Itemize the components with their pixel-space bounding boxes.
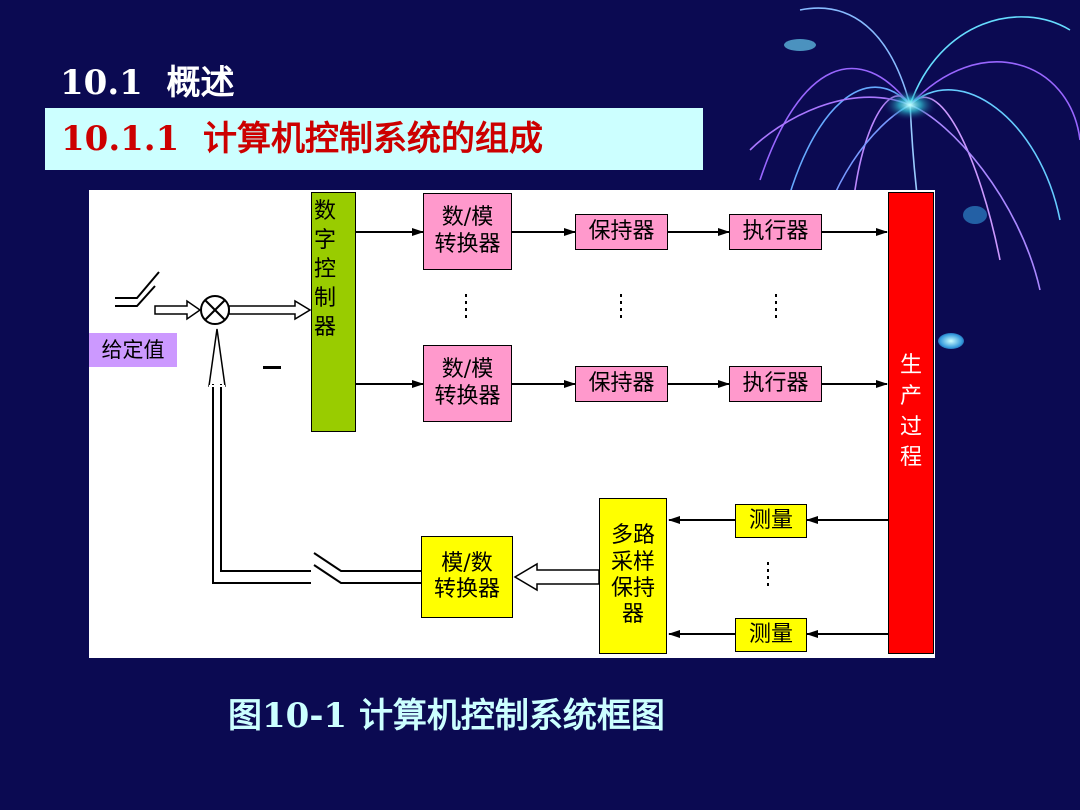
digital-controller-block: 数 字 控 制 器 [311, 192, 356, 432]
minus-sign [263, 366, 281, 369]
section-title: 10.1 概述 [60, 63, 235, 103]
adc-block: 模/数转换器 [421, 536, 513, 618]
actuator-block-bottom: 执行器 [729, 366, 822, 402]
measure-block-bottom: 测量 [735, 618, 807, 652]
diagram-wires [115, 228, 889, 638]
subsection-title: 10.1.1 计算机控制系统的组成 [45, 108, 703, 170]
measure-block-top: 测量 [735, 504, 807, 538]
dac-block-top: 数/模转换器 [423, 193, 512, 270]
figure-caption: 图10-1 计算机控制系统框图 [228, 696, 665, 736]
decorative-swirl-graphic [749, 7, 1080, 291]
glow-dot [938, 333, 964, 349]
hold-block-bottom: 保持器 [575, 366, 668, 402]
multiplex-sample-hold-block: 多路 采样 保持 器 [599, 498, 667, 654]
actuator-block-top: 执行器 [729, 214, 822, 250]
production-process-block: 生 产 过 程 [888, 192, 934, 654]
hold-block-top: 保持器 [575, 214, 668, 250]
control-system-diagram: 给定值 数 字 控 制 器 数/模转换器 保持器 执行器 数/模转换器 保持器 … [89, 190, 935, 658]
setpoint-label: 给定值 [89, 333, 177, 367]
dac-block-bottom: 数/模转换器 [423, 345, 512, 422]
